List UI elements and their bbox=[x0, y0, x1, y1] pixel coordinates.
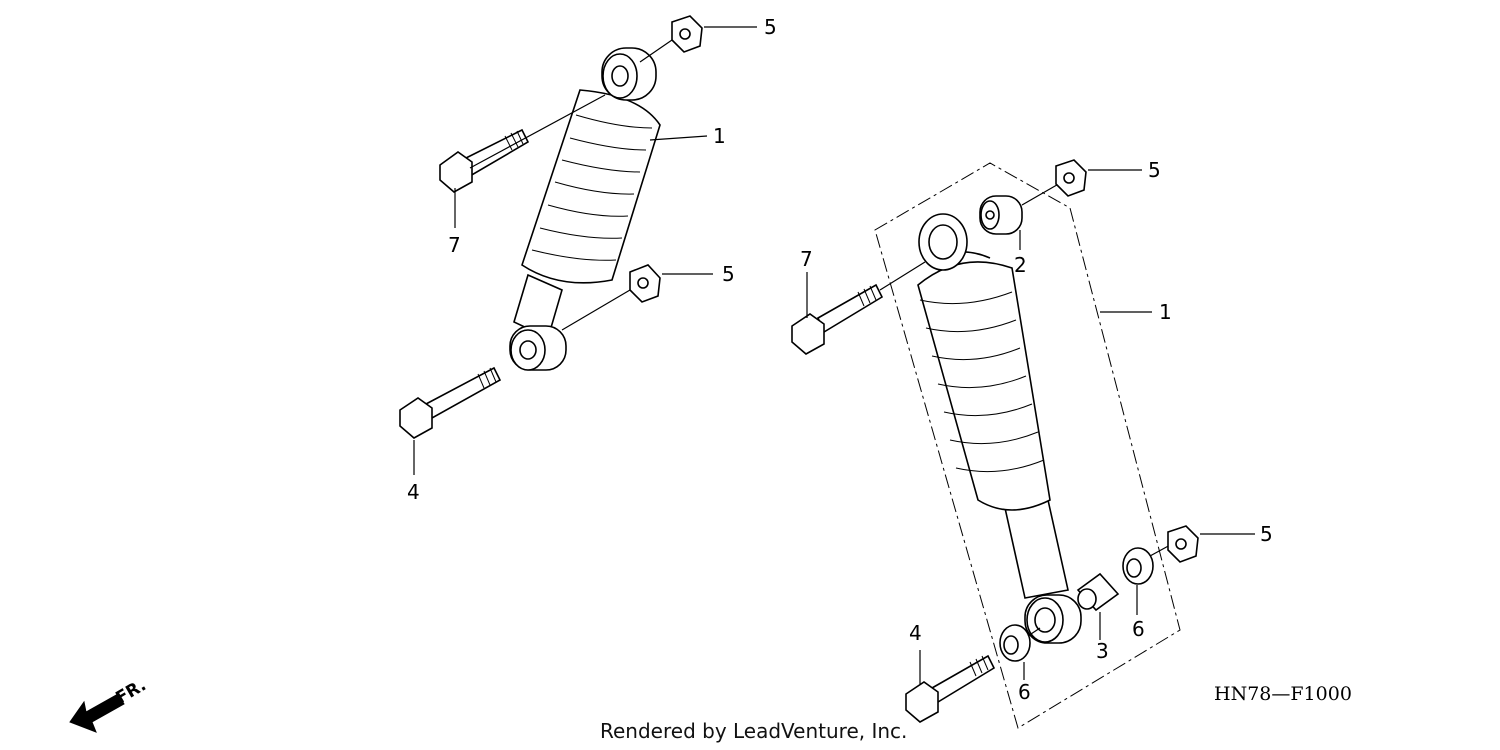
right-shock-absorber bbox=[917, 213, 1082, 644]
callout-right-bolt-top: 7 bbox=[800, 247, 813, 271]
callout-left-nut-top: 5 bbox=[764, 15, 777, 39]
callout-left-shock: 1 bbox=[713, 124, 726, 148]
callout-right-nut-bottom: 5 bbox=[1260, 522, 1273, 546]
render-credit: Rendered by LeadVenture, Inc. bbox=[600, 719, 907, 743]
right-lower-bolt bbox=[905, 654, 996, 723]
callout-right-nut-top: 5 bbox=[1148, 158, 1161, 182]
right-bottom-nut bbox=[1167, 525, 1199, 563]
right-bottom-collar bbox=[1076, 572, 1120, 612]
callout-right-collar-top: 2 bbox=[1014, 253, 1027, 277]
left-top-nut bbox=[639, 15, 703, 63]
callout-right-washer-left: 6 bbox=[1018, 680, 1031, 704]
left-bottom-nut bbox=[561, 264, 661, 331]
callout-right-washer-right: 6 bbox=[1132, 617, 1145, 641]
diagram-code: HN78—F1000 bbox=[1214, 683, 1352, 705]
callout-left-bolt-bottom: 4 bbox=[407, 480, 420, 504]
left-upper-bolt bbox=[439, 94, 606, 193]
right-top-nut bbox=[1055, 159, 1087, 197]
right-washer-left bbox=[999, 624, 1041, 662]
callout-right-shock: 1 bbox=[1159, 300, 1172, 324]
callout-left-bolt-top: 7 bbox=[448, 233, 461, 257]
right-top-collar bbox=[979, 181, 1063, 235]
right-assembly-outline bbox=[874, 162, 1181, 729]
left-shock-absorber bbox=[509, 47, 661, 371]
front-direction-arrow: FR. bbox=[69, 675, 150, 733]
callout-right-bolt-bottom: 4 bbox=[909, 621, 922, 645]
right-washer-right bbox=[1122, 543, 1173, 585]
right-upper-bolt bbox=[791, 261, 926, 355]
callout-left-nut-bottom: 5 bbox=[722, 262, 735, 286]
leader-lines bbox=[413, 26, 1255, 684]
callout-right-collar-bottom: 3 bbox=[1096, 639, 1109, 663]
left-lower-bolt bbox=[399, 366, 502, 439]
